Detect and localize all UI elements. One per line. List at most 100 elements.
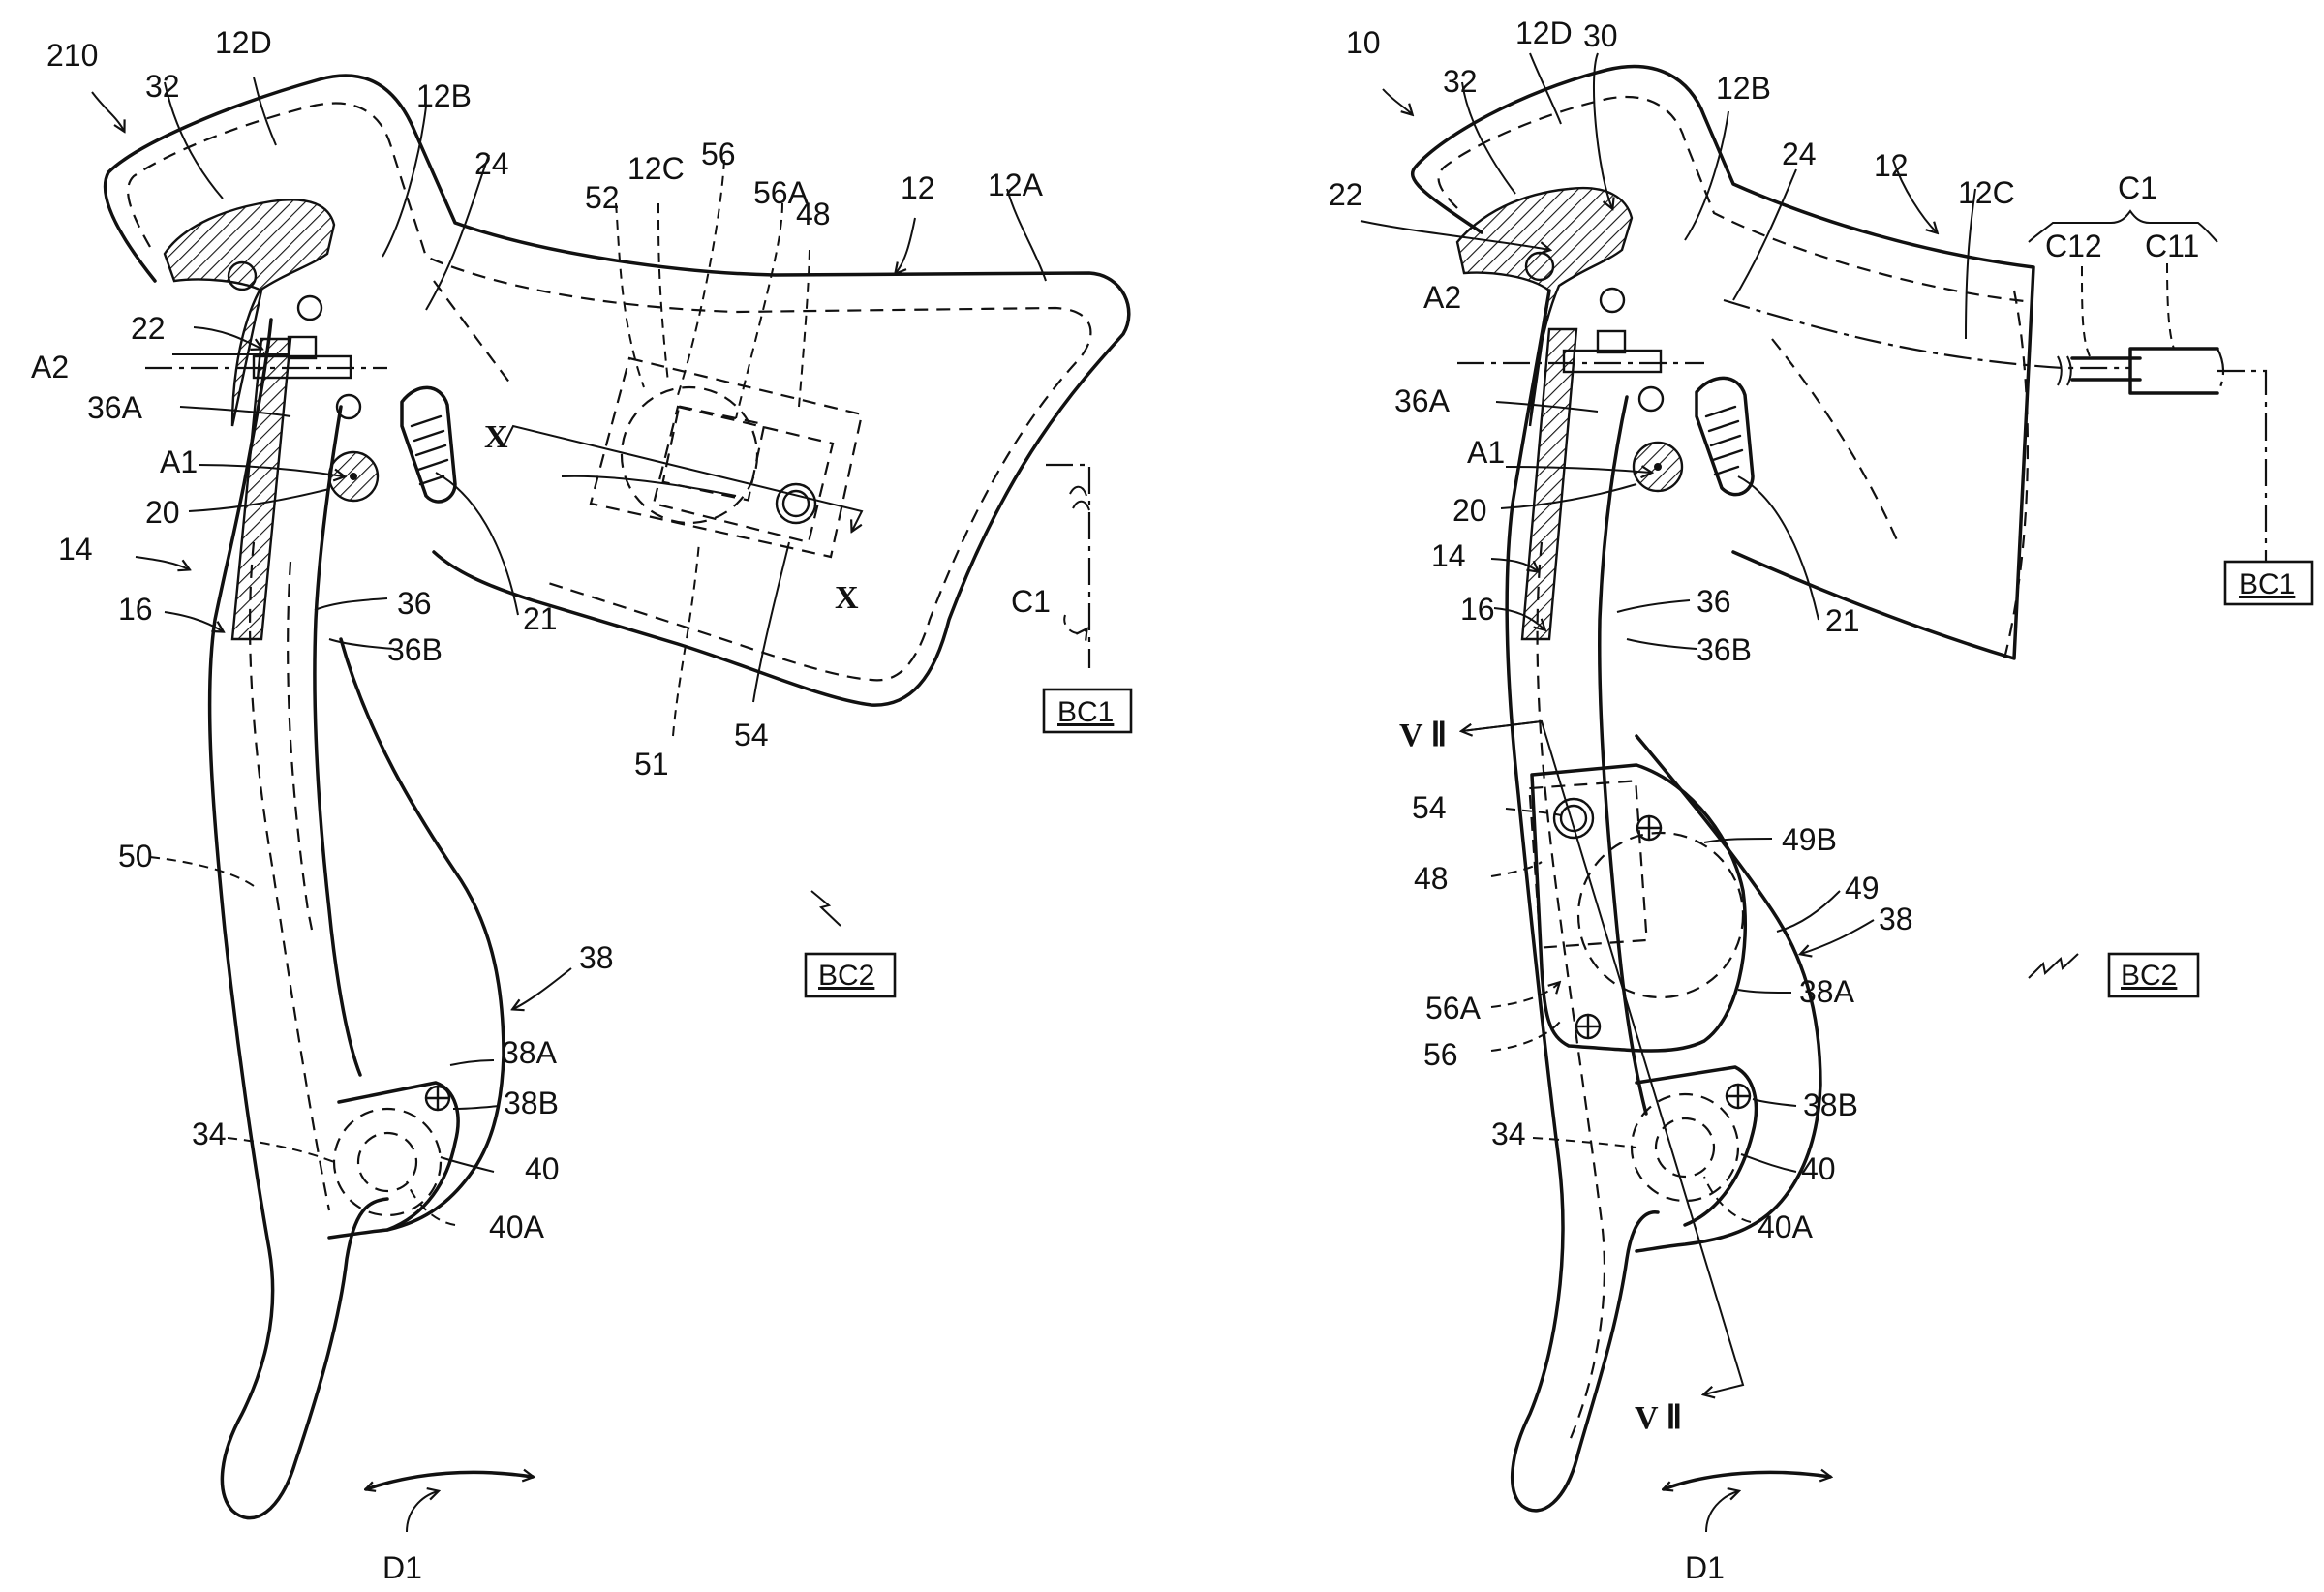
label-38B-r: 38B bbox=[1803, 1087, 1858, 1122]
label-38: 38 bbox=[579, 940, 614, 975]
label-40A-r: 40A bbox=[1758, 1209, 1814, 1244]
label-34: 34 bbox=[192, 1117, 227, 1151]
label-21-r: 21 bbox=[1825, 603, 1860, 638]
bracket-outline-r bbox=[1410, 64, 2035, 660]
label-32: 32 bbox=[145, 69, 180, 104]
ratchet-21 bbox=[400, 385, 457, 504]
component-54 bbox=[775, 482, 817, 525]
bracket-inner-dashed-r bbox=[1437, 95, 2034, 304]
label-56A-r: 56A bbox=[1425, 991, 1482, 1026]
label-56: 56 bbox=[701, 137, 736, 171]
label-A1: A1 bbox=[160, 444, 198, 479]
box-BC1-r bbox=[2223, 560, 2314, 606]
label-36A-r: 36A bbox=[1394, 383, 1451, 418]
gear-hole-3 bbox=[227, 260, 258, 291]
label-12D-r: 12D bbox=[1515, 15, 1573, 50]
label-48-r: 48 bbox=[1414, 861, 1449, 896]
label-C12: C12 bbox=[2045, 229, 2102, 263]
label-24: 24 bbox=[474, 146, 509, 181]
bracket-step bbox=[433, 280, 514, 388]
cover-plate-49 bbox=[1530, 763, 1747, 1053]
label-20-r: 20 bbox=[1452, 493, 1487, 528]
label-49: 49 bbox=[1845, 871, 1880, 905]
label-40A: 40A bbox=[489, 1209, 545, 1244]
label-C1: C1 bbox=[1011, 584, 1051, 619]
section-line-VII bbox=[1461, 719, 1745, 1394]
pivot-34 bbox=[332, 1107, 443, 1217]
label-21: 21 bbox=[523, 601, 558, 636]
label-210: 210 bbox=[46, 38, 98, 73]
label-A2: A2 bbox=[31, 350, 69, 384]
label-12D: 12D bbox=[215, 25, 272, 60]
label-36A: 36A bbox=[87, 390, 143, 425]
label-14-r: 14 bbox=[1431, 538, 1466, 573]
rotation-arrow-D1-r bbox=[1664, 1472, 1830, 1489]
wireless-symbol-r bbox=[2028, 953, 2079, 979]
brake-lever-inner bbox=[313, 405, 362, 1077]
label-VII-top: V Ⅱ bbox=[1399, 718, 1447, 753]
label-14: 14 bbox=[58, 532, 93, 566]
rotation-arrow-D1 bbox=[366, 1472, 533, 1489]
wireless-symbol bbox=[810, 890, 841, 927]
component-54-r bbox=[1552, 797, 1595, 840]
label-38A: 38A bbox=[502, 1035, 558, 1070]
component-circle-56-r bbox=[1576, 831, 1745, 999]
pivot-40-r bbox=[1654, 1117, 1716, 1179]
label-X-top: X bbox=[484, 419, 508, 455]
component-box-48 bbox=[652, 405, 835, 544]
label-16: 16 bbox=[118, 592, 153, 627]
label-38B: 38B bbox=[504, 1086, 559, 1120]
label-BC1: BC1 bbox=[1057, 696, 1114, 728]
label-10: 10 bbox=[1346, 25, 1381, 60]
component-box-52 bbox=[589, 356, 864, 559]
label-36: 36 bbox=[397, 586, 432, 621]
label-56A: 56A bbox=[753, 175, 810, 210]
gear-hole-1 bbox=[296, 294, 323, 321]
brake-lever-inner-r bbox=[1598, 395, 1648, 1116]
figure-left: 210 12D 32 12B 24 52 12C 56 56A 48 12 12… bbox=[31, 25, 1133, 1585]
cable-C11 bbox=[2128, 347, 2219, 395]
label-48: 48 bbox=[796, 197, 831, 231]
label-52: 52 bbox=[585, 180, 620, 215]
lever-dashed-inner bbox=[287, 561, 314, 931]
label-40: 40 bbox=[525, 1151, 560, 1186]
label-C11: C11 bbox=[2145, 229, 2199, 263]
label-30: 30 bbox=[1583, 18, 1618, 53]
pivot-A1-dot bbox=[350, 473, 357, 480]
section-line-X bbox=[503, 424, 864, 531]
label-56-r: 56 bbox=[1423, 1037, 1458, 1072]
pin-22-r bbox=[1562, 349, 1663, 374]
label-50: 50 bbox=[118, 839, 153, 873]
pivot-40 bbox=[356, 1131, 418, 1193]
shift-lever-outline bbox=[327, 637, 505, 1240]
label-A1-r: A1 bbox=[1467, 435, 1505, 470]
label-12A: 12A bbox=[988, 168, 1044, 202]
label-12B: 12B bbox=[416, 78, 472, 113]
label-22: 22 bbox=[131, 311, 166, 346]
cable-C1 bbox=[1046, 463, 1091, 668]
cable-C1-r bbox=[1723, 298, 2130, 370]
label-24-r: 24 bbox=[1782, 137, 1817, 171]
hatched-mechanism bbox=[163, 199, 336, 427]
label-54: 54 bbox=[734, 718, 769, 752]
label-12C: 12C bbox=[627, 151, 685, 186]
label-BC2: BC2 bbox=[818, 960, 874, 992]
label-51: 51 bbox=[634, 747, 669, 781]
brake-lever-outline bbox=[207, 318, 389, 1520]
label-12C-r: 12C bbox=[1958, 175, 2015, 210]
lever-dashed-centre bbox=[248, 541, 331, 1211]
box-BC2 bbox=[804, 952, 897, 998]
box-BC1 bbox=[1042, 688, 1133, 734]
pivot-34-r bbox=[1630, 1092, 1740, 1203]
bracket-outline bbox=[103, 74, 1131, 707]
label-BC1-r: BC1 bbox=[2239, 568, 2295, 600]
label-12B-r: 12B bbox=[1716, 71, 1771, 106]
label-36B-r: 36B bbox=[1697, 632, 1752, 667]
label-12: 12 bbox=[901, 170, 935, 205]
label-38A-r: 38A bbox=[1799, 974, 1855, 1009]
label-22-r: 22 bbox=[1329, 177, 1363, 212]
shift-lever-outline-r bbox=[1635, 734, 1822, 1253]
component-rect-56A bbox=[661, 405, 766, 502]
label-34-r: 34 bbox=[1491, 1117, 1526, 1151]
